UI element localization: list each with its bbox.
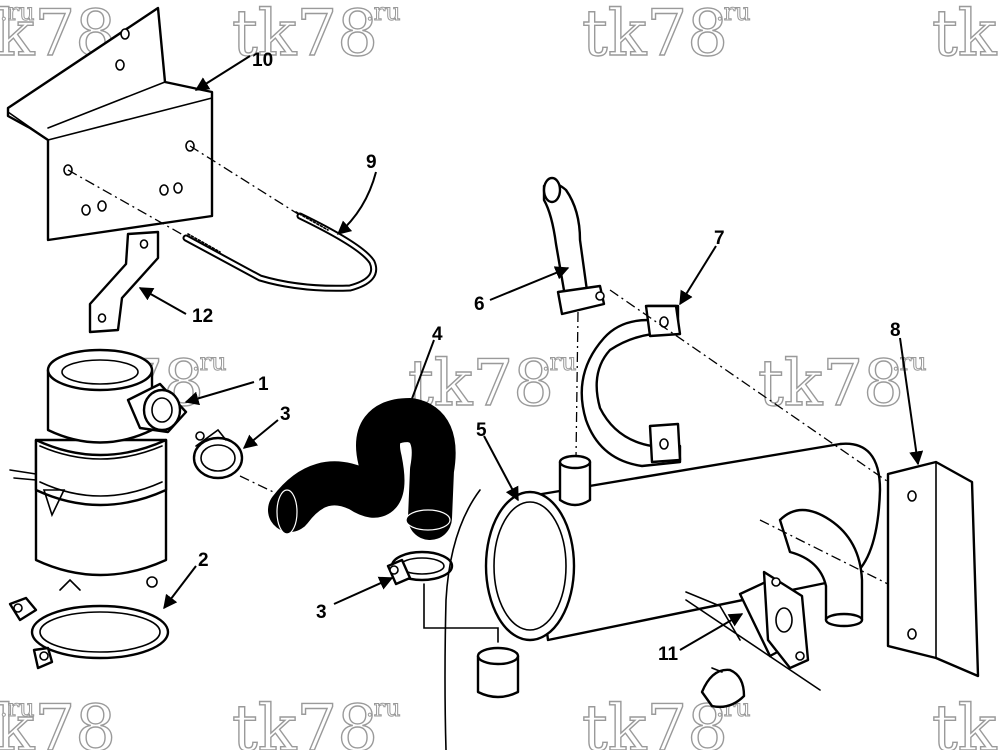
callout-2: 2 <box>198 550 209 571</box>
watermark-text: tk78 <box>758 347 904 421</box>
strap-bracket <box>88 230 160 334</box>
watermark-mid-right: tk78 .ru <box>757 346 927 421</box>
watermark-text: tk78 <box>0 692 116 750</box>
mounting-bracket <box>6 6 214 242</box>
watermark-bottom-center-left: tk78 .ru <box>231 691 401 750</box>
hose-clamp-upper <box>192 428 291 501</box>
watermark-top-left: tk78 .ru <box>0 0 117 72</box>
callout-leaders <box>138 55 924 651</box>
callout-7: 7 <box>714 228 725 249</box>
rubber-hose <box>268 398 456 540</box>
callout-9: 9 <box>366 152 377 173</box>
watermark-suffix: .ru <box>716 0 751 26</box>
u-bolt <box>67 145 378 292</box>
watermark-suffix: .ru <box>542 348 577 376</box>
watermark-suffix: .ru <box>0 0 35 26</box>
watermark-suffix: .ru <box>0 694 35 722</box>
watermark-text: tk78 <box>0 0 116 71</box>
watermark-bottom-right: tk78 <box>931 691 1000 750</box>
watermark-text: tk78 <box>932 0 1000 71</box>
callout-6: 6 <box>474 294 485 315</box>
pipe-cap <box>700 667 746 709</box>
watermark-text: tk78 <box>582 0 728 71</box>
callout-4: 4 <box>432 324 443 345</box>
outlet-coupler <box>476 646 520 699</box>
band-clamp <box>8 578 170 670</box>
callout-3-upper: 3 <box>280 404 291 425</box>
pipe-outline <box>444 489 481 750</box>
watermark-text: tk78 <box>582 692 728 750</box>
watermark-text: tk78 <box>232 692 378 750</box>
warning-triangle-icon <box>42 489 66 518</box>
inlet-elbow <box>126 382 188 434</box>
watermark-bottom-center-right: tk78 .ru <box>581 691 751 750</box>
muffler-strap <box>580 289 901 491</box>
callout-12: 12 <box>192 306 213 327</box>
watermark-top-center-left: tk78 .ru <box>231 0 401 72</box>
mounting-plate <box>886 460 980 678</box>
muffler <box>484 442 961 691</box>
exhaust-tailpipe <box>542 176 606 459</box>
callout-8: 8 <box>890 320 901 341</box>
callout-11: 11 <box>658 644 679 665</box>
hose-clamp-lower <box>386 550 499 643</box>
callout-1: 1 <box>258 374 269 395</box>
callout-5: 5 <box>476 420 487 441</box>
watermark-suffix: .ru <box>366 694 401 722</box>
air-cleaner-canister <box>9 348 168 588</box>
callout-10: 10 <box>252 50 273 71</box>
watermark-text: tk78 <box>408 347 554 421</box>
watermark-suffix: .ru <box>892 348 927 376</box>
flange-gasket <box>738 570 810 670</box>
callout-labels: 10 9 12 1 3 2 4 3 6 5 7 8 11 <box>192 50 901 665</box>
watermark-bottom-left: tk78 .ru <box>0 691 117 750</box>
watermark-suffix: .ru <box>192 348 227 376</box>
watermark-text: tk78 <box>932 692 1000 750</box>
callout-3-lower: 3 <box>316 602 327 623</box>
watermark-text: tk78 <box>232 0 378 71</box>
watermark-mid-center: tk78 .ru <box>407 346 577 421</box>
watermark-suffix: .ru <box>366 0 401 26</box>
watermark-top-right: tk78 <box>931 0 1000 72</box>
watermark-top-center-right: tk78 .ru <box>581 0 751 72</box>
